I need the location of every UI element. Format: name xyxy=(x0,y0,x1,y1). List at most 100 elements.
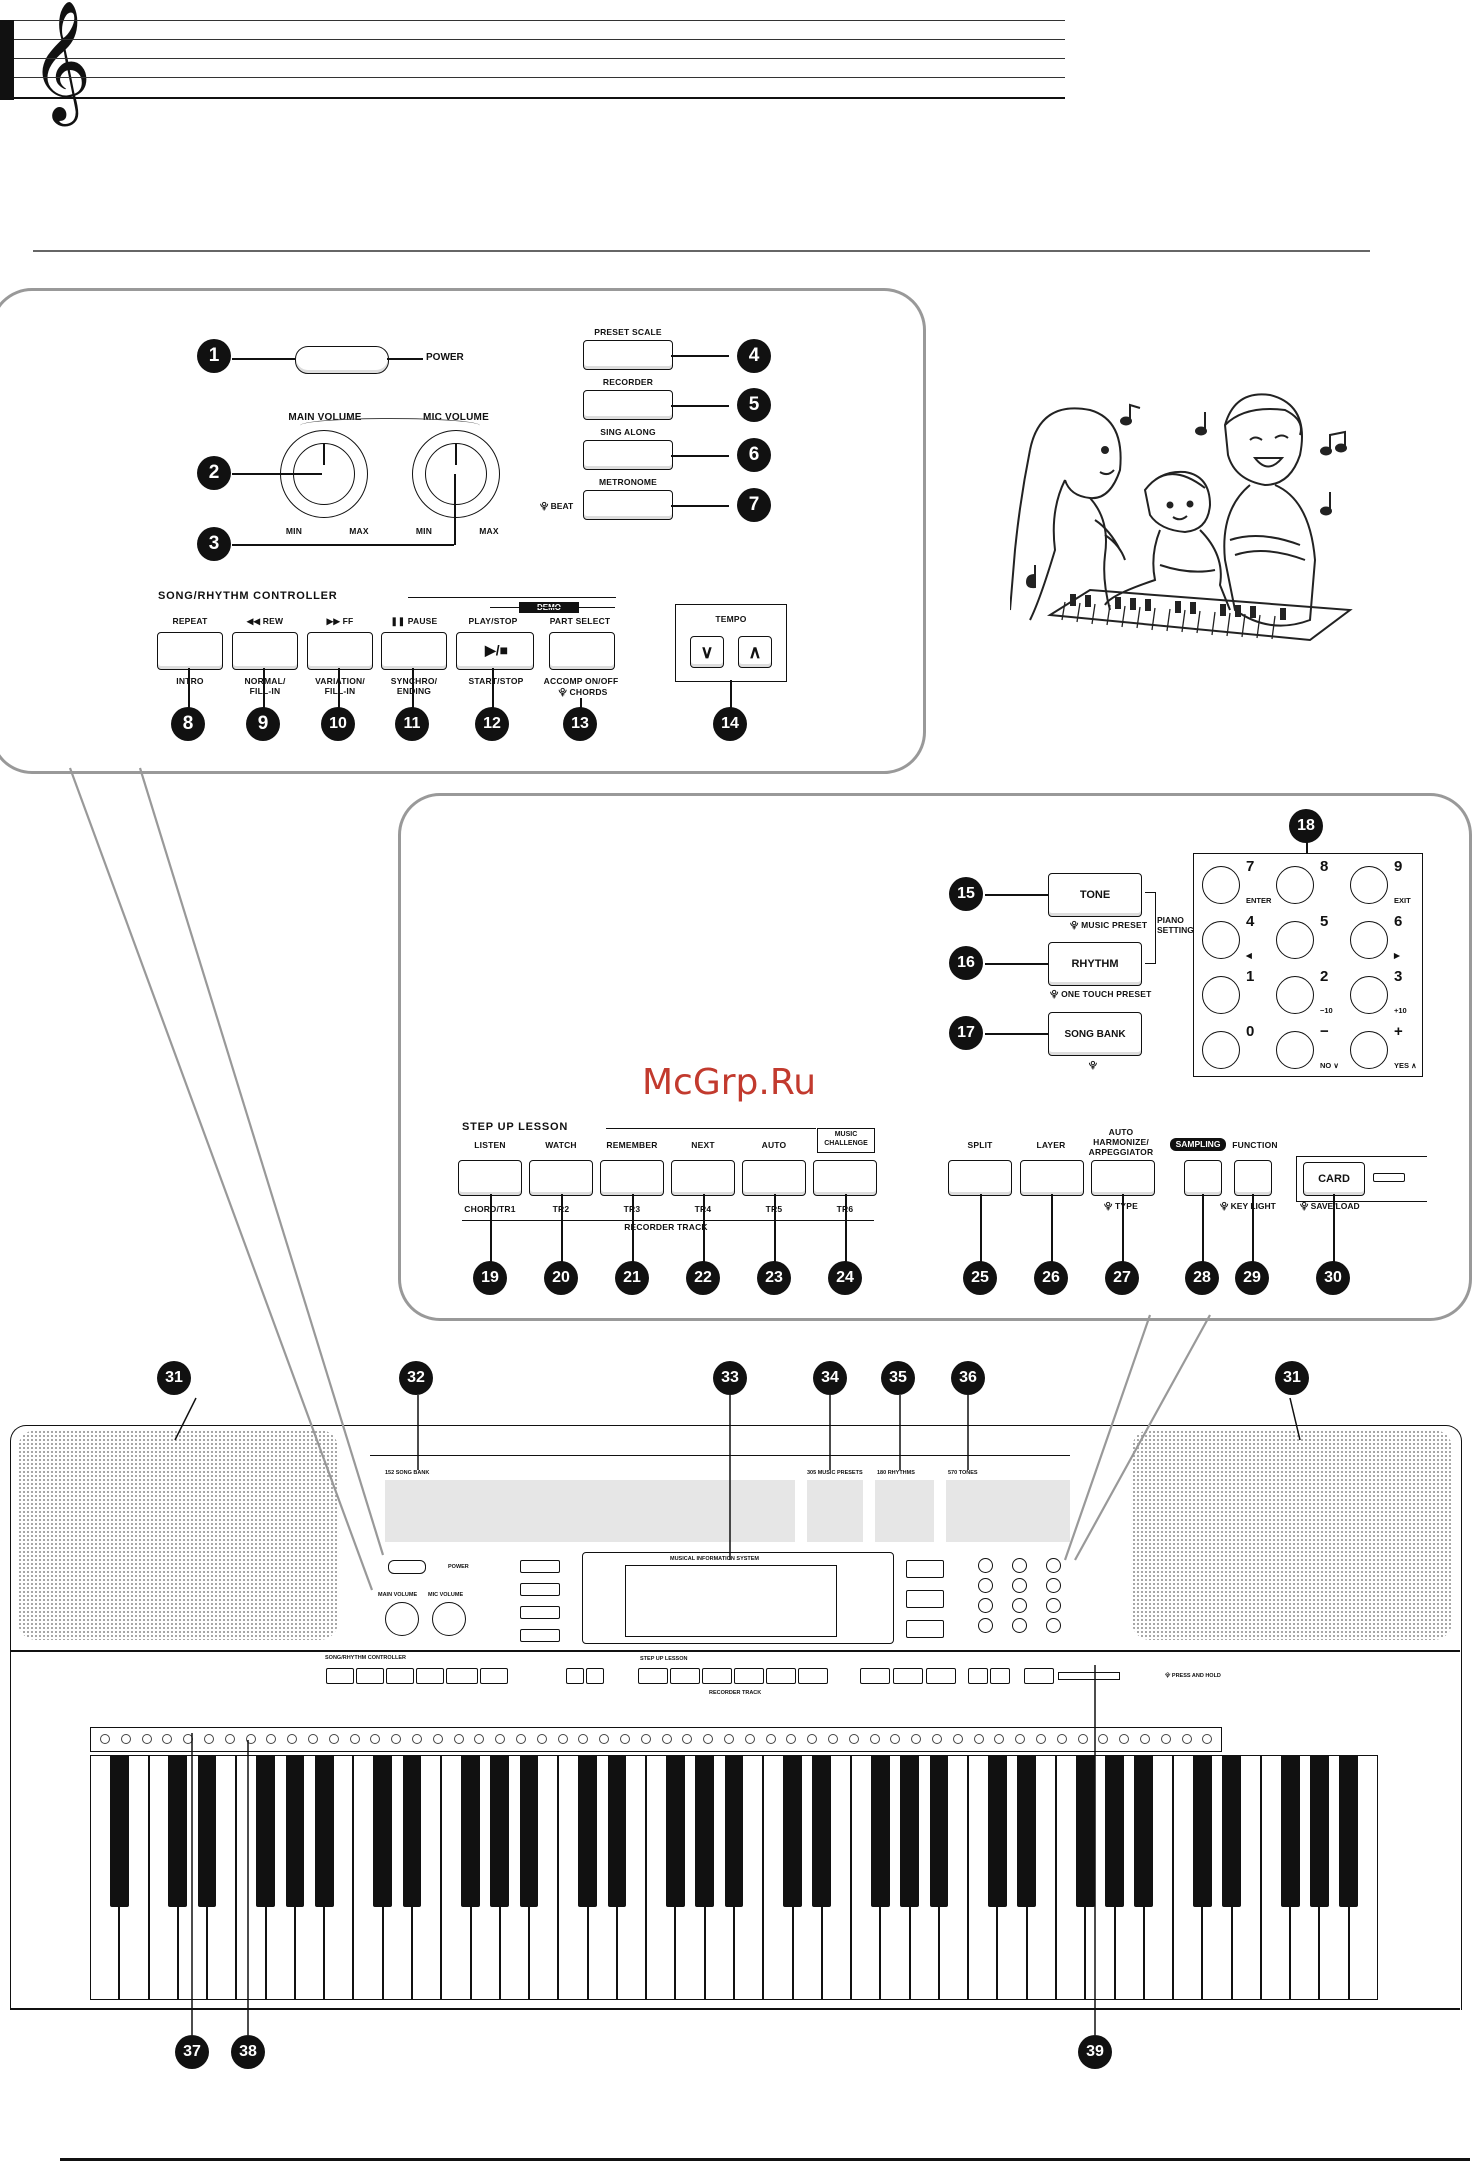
mini-lesson-button[interactable] xyxy=(670,1668,700,1684)
mini-lesson-button[interactable] xyxy=(798,1668,828,1684)
mini-preset-scale-button[interactable] xyxy=(520,1560,560,1573)
black-key[interactable] xyxy=(1134,1755,1154,1907)
black-key[interactable] xyxy=(666,1755,685,1907)
mini-numpad-button[interactable] xyxy=(1012,1558,1027,1573)
sampling-button[interactable] xyxy=(1184,1160,1222,1196)
black-key[interactable] xyxy=(109,1755,129,1907)
mini-card-button[interactable] xyxy=(1024,1668,1054,1684)
black-key[interactable] xyxy=(402,1755,422,1907)
mini-tempo-up[interactable] xyxy=(586,1668,604,1684)
mini-sing-along-button[interactable] xyxy=(520,1606,560,1619)
part-select-button[interactable] xyxy=(549,632,615,670)
mini-controller-button[interactable] xyxy=(386,1668,414,1684)
black-key[interactable] xyxy=(314,1755,334,1907)
power-button[interactable] xyxy=(295,346,389,374)
numpad-button-+[interactable] xyxy=(1350,1031,1388,1069)
black-key[interactable] xyxy=(373,1755,393,1907)
mini-numpad-button[interactable] xyxy=(978,1618,993,1633)
black-key[interactable] xyxy=(1222,1755,1241,1907)
mini-numpad-button[interactable] xyxy=(978,1598,993,1613)
lesson-button[interactable] xyxy=(529,1160,593,1196)
numpad-button-2[interactable] xyxy=(1276,976,1314,1014)
numpad-button-7[interactable] xyxy=(1202,866,1240,904)
mini-lesson-button[interactable] xyxy=(702,1668,732,1684)
mini-function-button[interactable] xyxy=(990,1668,1010,1684)
numpad-button-−[interactable] xyxy=(1276,1031,1314,1069)
black-key[interactable] xyxy=(870,1755,890,1907)
black-key[interactable] xyxy=(1105,1755,1124,1907)
mini-controller-button[interactable] xyxy=(446,1668,478,1684)
rew-button[interactable] xyxy=(232,632,298,670)
metronome-button[interactable] xyxy=(583,490,673,520)
black-key[interactable] xyxy=(168,1755,188,1907)
preset-scale-button[interactable] xyxy=(583,340,673,370)
mini-numpad-button[interactable] xyxy=(978,1578,993,1593)
mini-rhythm-button[interactable] xyxy=(906,1590,944,1608)
rhythm-button[interactable]: RHYTHM xyxy=(1048,942,1142,986)
mini-numpad-button[interactable] xyxy=(1046,1598,1061,1613)
black-key[interactable] xyxy=(1280,1755,1300,1907)
numpad-button-6[interactable] xyxy=(1350,921,1388,959)
numpad-button-5[interactable] xyxy=(1276,921,1314,959)
black-key[interactable] xyxy=(929,1755,949,1907)
black-key[interactable] xyxy=(988,1755,1007,1907)
black-key[interactable] xyxy=(1075,1755,1095,1907)
mini-metronome-button[interactable] xyxy=(520,1629,560,1642)
tempo-up-button[interactable]: ∧ xyxy=(738,636,772,668)
black-key[interactable] xyxy=(519,1755,539,1907)
mini-layer-button[interactable] xyxy=(893,1668,923,1684)
black-key[interactable] xyxy=(256,1755,275,1907)
mini-controller-button[interactable] xyxy=(326,1668,354,1684)
black-key[interactable] xyxy=(578,1755,597,1907)
mini-numpad-button[interactable] xyxy=(1046,1618,1061,1633)
black-key[interactable] xyxy=(783,1755,802,1907)
black-key[interactable] xyxy=(1339,1755,1359,1907)
black-key[interactable] xyxy=(607,1755,627,1907)
numpad-button-8[interactable] xyxy=(1276,866,1314,904)
mini-numpad-button[interactable] xyxy=(1046,1578,1061,1593)
numpad-button-4[interactable] xyxy=(1202,921,1240,959)
mini-recorder-button[interactable] xyxy=(520,1583,560,1596)
mini-sampling-button[interactable] xyxy=(968,1668,988,1684)
recorder-button[interactable] xyxy=(583,390,673,420)
numpad-button-1[interactable] xyxy=(1202,976,1240,1014)
mini-numpad-button[interactable] xyxy=(1012,1618,1027,1633)
song-bank-button[interactable]: SONG BANK xyxy=(1048,1012,1142,1056)
mini-lesson-button[interactable] xyxy=(766,1668,796,1684)
black-key[interactable] xyxy=(285,1755,305,1907)
mini-split-button[interactable] xyxy=(860,1668,890,1684)
black-key[interactable] xyxy=(724,1755,744,1907)
black-key[interactable] xyxy=(461,1755,480,1907)
mini-lesson-button[interactable] xyxy=(638,1668,668,1684)
mini-mic-volume-knob[interactable] xyxy=(432,1602,466,1636)
mini-numpad-button[interactable] xyxy=(1012,1578,1027,1593)
numpad-button-9[interactable] xyxy=(1350,866,1388,904)
lesson-button[interactable] xyxy=(671,1160,735,1196)
mini-controller-button[interactable] xyxy=(416,1668,444,1684)
mini-tone-button[interactable] xyxy=(906,1560,944,1578)
play-stop-button[interactable]: ▶/■ xyxy=(456,632,534,670)
black-key[interactable] xyxy=(490,1755,510,1907)
black-key[interactable] xyxy=(1192,1755,1212,1907)
mini-main-volume-knob[interactable] xyxy=(385,1602,419,1636)
mini-power-button[interactable] xyxy=(388,1560,426,1574)
mini-song-bank-button[interactable] xyxy=(906,1620,944,1638)
black-key[interactable] xyxy=(695,1755,715,1907)
split-button[interactable] xyxy=(948,1160,1012,1196)
black-key[interactable] xyxy=(197,1755,217,1907)
mini-numpad-button[interactable] xyxy=(978,1558,993,1573)
tone-button[interactable]: TONE xyxy=(1048,873,1142,917)
black-key[interactable] xyxy=(1017,1755,1037,1907)
card-button[interactable]: CARD xyxy=(1303,1162,1365,1196)
black-key[interactable] xyxy=(812,1755,832,1907)
mini-numpad-button[interactable] xyxy=(1012,1598,1027,1613)
black-key[interactable] xyxy=(900,1755,919,1907)
mini-controller-button[interactable] xyxy=(480,1668,508,1684)
mini-lesson-button[interactable] xyxy=(734,1668,764,1684)
mini-tempo-down[interactable] xyxy=(566,1668,584,1684)
lesson-button[interactable] xyxy=(813,1160,877,1196)
tempo-down-button[interactable]: ∨ xyxy=(690,636,724,668)
pause-button[interactable] xyxy=(381,632,447,670)
numpad-button-0[interactable] xyxy=(1202,1031,1240,1069)
mini-numpad-button[interactable] xyxy=(1046,1558,1061,1573)
